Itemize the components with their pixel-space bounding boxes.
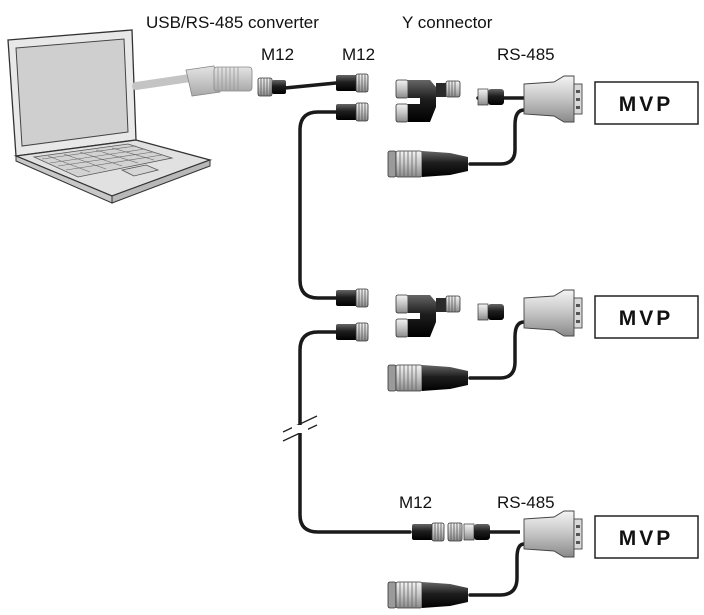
label-y-connector: Y connector <box>402 13 493 32</box>
m12-socket-trunk-out-1 <box>335 102 369 122</box>
rs485-housing-1 <box>523 75 583 123</box>
power-plug-2 <box>387 364 469 392</box>
rs485-plug-1 <box>477 88 505 106</box>
rs485-plug-2 <box>477 303 505 321</box>
label-rs485-bottom: RS-485 <box>497 493 555 512</box>
label-m12-b: M12 <box>342 45 375 64</box>
mvp-device-1: MVP <box>594 81 699 125</box>
mvp-device-3: MVP <box>594 515 699 559</box>
power-plug-1 <box>387 150 469 178</box>
m12-plug-converter <box>257 77 286 97</box>
rs485-housing-2 <box>523 289 583 337</box>
y-connector-1 <box>395 79 461 123</box>
label-rs485-top: RS-485 <box>497 45 555 64</box>
rs485-housing-3 <box>523 510 583 558</box>
laptop-icon <box>7 29 213 204</box>
m12-socket-trunk-out-2 <box>335 322 369 342</box>
power-plug-3 <box>387 581 469 609</box>
usb-rs485-converter <box>132 65 253 97</box>
m12-plug-bottom <box>447 522 463 542</box>
rs485-plug-3 <box>463 523 491 541</box>
mvp-device-2: MVP <box>594 295 699 339</box>
m12-socket-bottom <box>411 522 445 542</box>
cable-break-mark <box>282 415 318 442</box>
y-connector-2 <box>395 294 461 338</box>
m12-socket-trunk-in-2 <box>335 288 369 308</box>
label-m12-a: M12 <box>261 45 294 64</box>
mvp-label-3: MVP <box>619 527 674 550</box>
m12-socket-trunk-in <box>335 73 369 93</box>
label-converter: USB/RS-485 converter <box>146 13 319 32</box>
label-m12-bottom: M12 <box>399 493 432 512</box>
mvp-label-2: MVP <box>619 307 674 330</box>
mvp-label-1: MVP <box>619 93 674 116</box>
